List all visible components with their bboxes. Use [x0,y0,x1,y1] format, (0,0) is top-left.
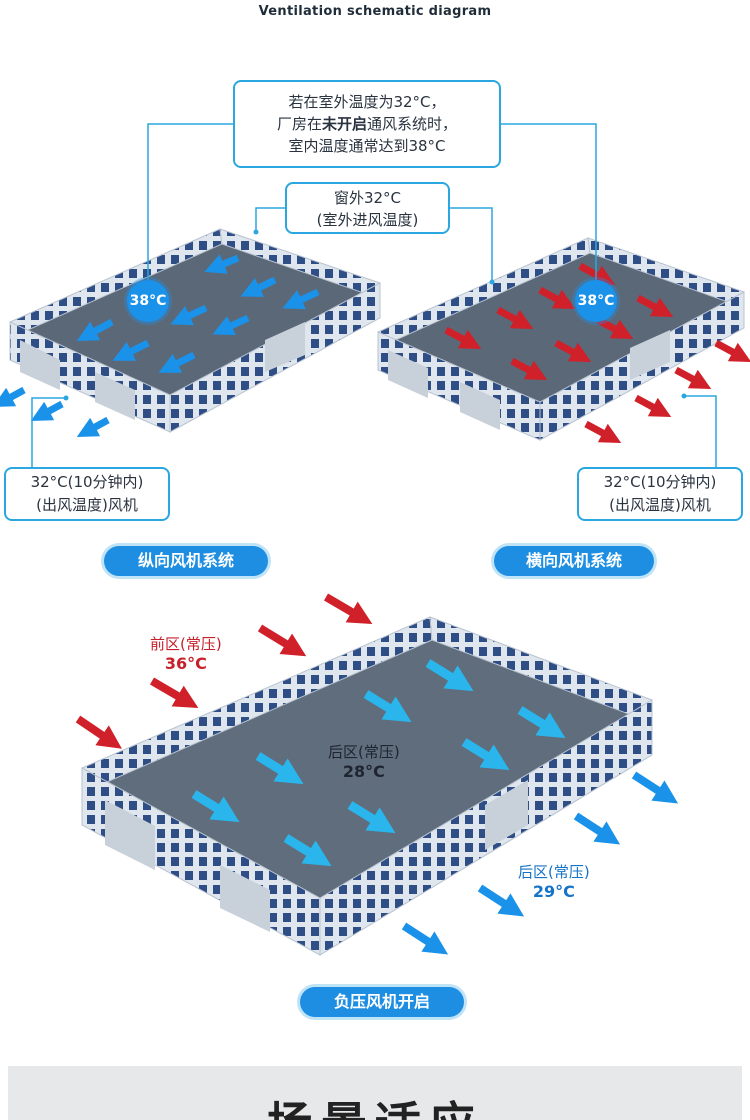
window-line1: 窗外32°C [333,189,402,207]
zone-center-temp: 28°C [342,762,385,781]
longitudinal-fan-label: 纵向风机系统 [104,546,268,576]
building-negative [81,616,653,956]
exit-temp-callout-right: 32°C(10分钟内) (出风温度)风机 [577,467,743,521]
airflow-arrows-longitudinal [0,254,320,438]
window-temp-callout: 窗外32°C (室外进风温度) [285,182,450,234]
zone-rear-temp: 29°C [532,882,575,901]
transverse-fan-label: 横向风机系统 [494,546,654,576]
zone-rear-label: 后区(常压) 29°C [518,862,590,902]
building-transverse [377,237,745,441]
callout-connectors [31,123,717,467]
callout-main-line2-post: 通风系统时， [367,115,458,133]
scenario-heading: 场景适应 [8,1088,742,1120]
callout-main-line2: 厂房在未开启通风系统时， [235,113,499,135]
temp-bubble-right: 38°C [575,280,617,322]
zone-center-label: 后区(常压) 28°C [328,742,400,782]
no-ventilation-callout: 若在室外温度为32°C， 厂房在未开启通风系统时， 室内温度通常达到38°C [233,80,501,168]
outflow-arrows [401,771,679,955]
callout-main-line2-pre: 厂房在 [276,115,322,133]
zone-center-name: 后区(常压) [328,743,400,761]
exit-right-line1: 32°C(10分钟内) [603,473,717,491]
window-line2: (室外进风温度) [316,211,419,229]
callout-main-line3: 室内温度通常达到38°C [288,137,446,155]
zone-rear-name: 后区(常压) [518,863,590,881]
exit-right-line2: (出风温度)风机 [609,496,711,514]
interior-arrows-cool [191,659,566,867]
diagram-title: Ventilation schematic diagram [258,4,492,19]
exit-left-line2: (出风温度)风机 [36,496,138,514]
callout-main-line2-bold: 未开启 [321,115,367,133]
zone-front-label: 前区(常压) 36°C [150,634,222,674]
negative-pressure-fan-label: 负压风机开启 [300,987,464,1017]
zone-front-name: 前区(常压) [150,635,222,653]
zone-front-temp: 36°C [164,654,207,673]
building-longitudinal [9,228,381,433]
exit-left-line1: 32°C(10分钟内) [30,473,144,491]
inflow-arrows-hot [75,593,373,749]
airflow-arrows-transverse [444,262,750,443]
temp-bubble-left: 38°C [127,280,169,322]
scenario-heading-bar: 场景适应 [8,1066,742,1120]
exit-temp-callout-left: 32°C(10分钟内) (出风温度)风机 [4,467,170,521]
callout-main-line1: 若在室外温度为32°C， [288,93,446,111]
